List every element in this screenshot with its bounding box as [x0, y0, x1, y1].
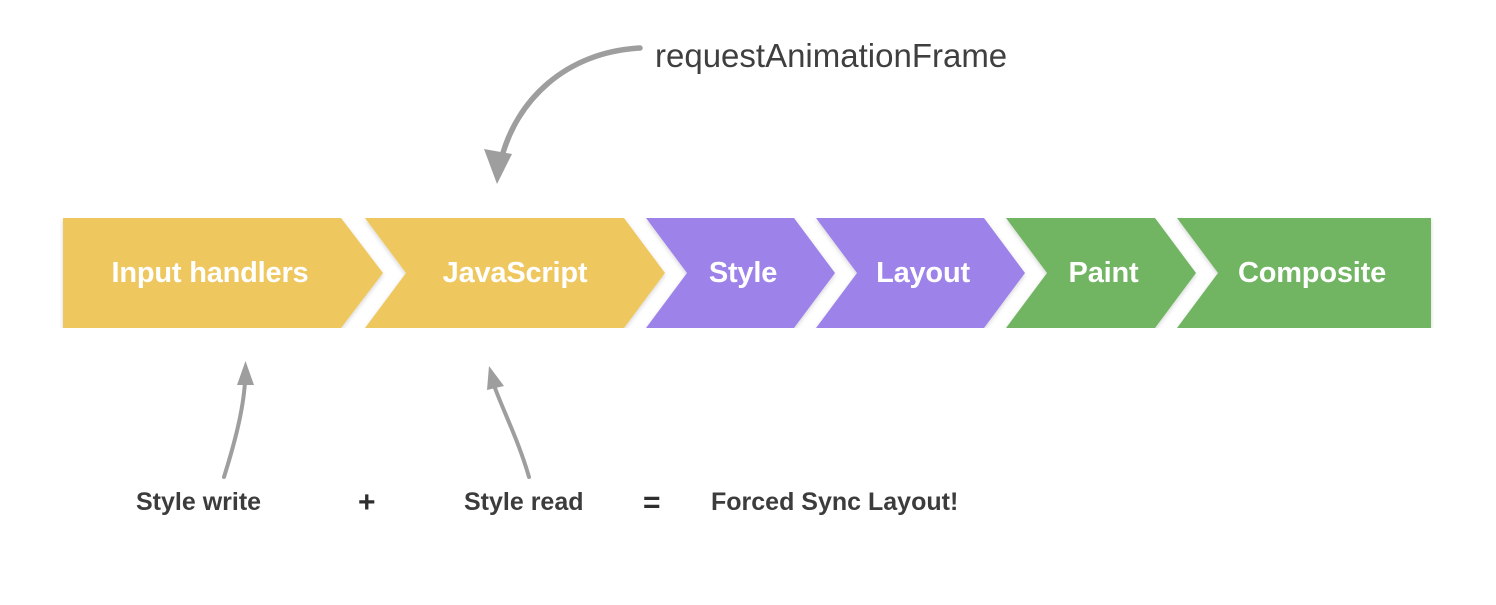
pipeline-segment-paint	[1006, 218, 1196, 328]
style-write-label: Style write	[136, 488, 262, 516]
style-write-arrow-icon	[222, 361, 254, 479]
style-read-label: Style read	[464, 488, 584, 516]
equals-operator: =	[643, 486, 661, 519]
style-read-arrow-icon	[487, 366, 531, 479]
rendering-pipeline-bar: Input handlers JavaScript Style Layout P…	[60, 218, 1434, 328]
forced-sync-layout-label: Forced Sync Layout!	[711, 488, 959, 516]
pipeline-segment-input-handlers	[63, 218, 383, 328]
request-animation-frame-label: requestAnimationFrame	[655, 37, 1008, 74]
raf-arrow-icon	[484, 45, 643, 184]
pipeline-segment-style	[646, 218, 835, 328]
pipeline-segment-layout	[816, 218, 1025, 328]
pipeline-segment-composite	[1177, 218, 1431, 328]
pipeline-segment-javascript	[365, 218, 665, 328]
plus-operator: +	[358, 486, 376, 519]
